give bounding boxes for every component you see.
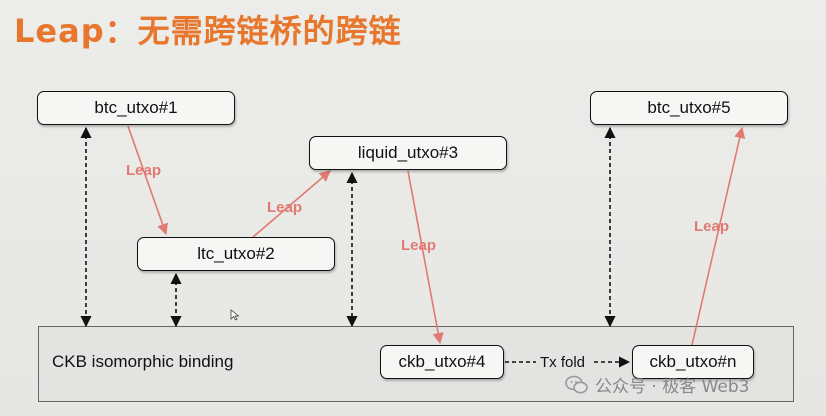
leap-arrow-1-2 [127, 125, 168, 236]
node-btc-utxo-5: btc_utxo#5 [590, 91, 788, 125]
leap-arrow-2-3 [252, 170, 331, 238]
node-ckb-utxo-n: ckb_utxo#n [632, 345, 754, 379]
leap-arrow-n-5 [691, 126, 746, 346]
watermark: 公众号 · 极客 Web3 [565, 372, 750, 397]
leap-label-3: Leap [401, 237, 436, 254]
binding-label: CKB isomorphic binding [52, 352, 234, 371]
node-liquid-utxo-3: liquid_utxo#3 [309, 136, 507, 170]
slide-title: Leap：无需跨链桥的跨链 [14, 12, 402, 50]
node-ckb-utxo-4: ckb_utxo#4 [380, 345, 504, 379]
node-ltc-utxo-2: ltc_utxo#2 [137, 237, 335, 271]
leap-arrow-3-4 [407, 170, 444, 345]
tx-fold-label: Tx fold [540, 354, 585, 371]
watermark-text: 公众号 · 极客 Web3 [595, 377, 750, 397]
mouse-cursor-icon [230, 309, 240, 321]
leap-label-2: Leap [267, 199, 302, 216]
leap-label-1: Leap [126, 162, 161, 179]
node-btc-utxo-1: btc_utxo#1 [37, 91, 235, 125]
leap-label-4: Leap [694, 218, 729, 235]
wechat-icon [565, 375, 588, 393]
